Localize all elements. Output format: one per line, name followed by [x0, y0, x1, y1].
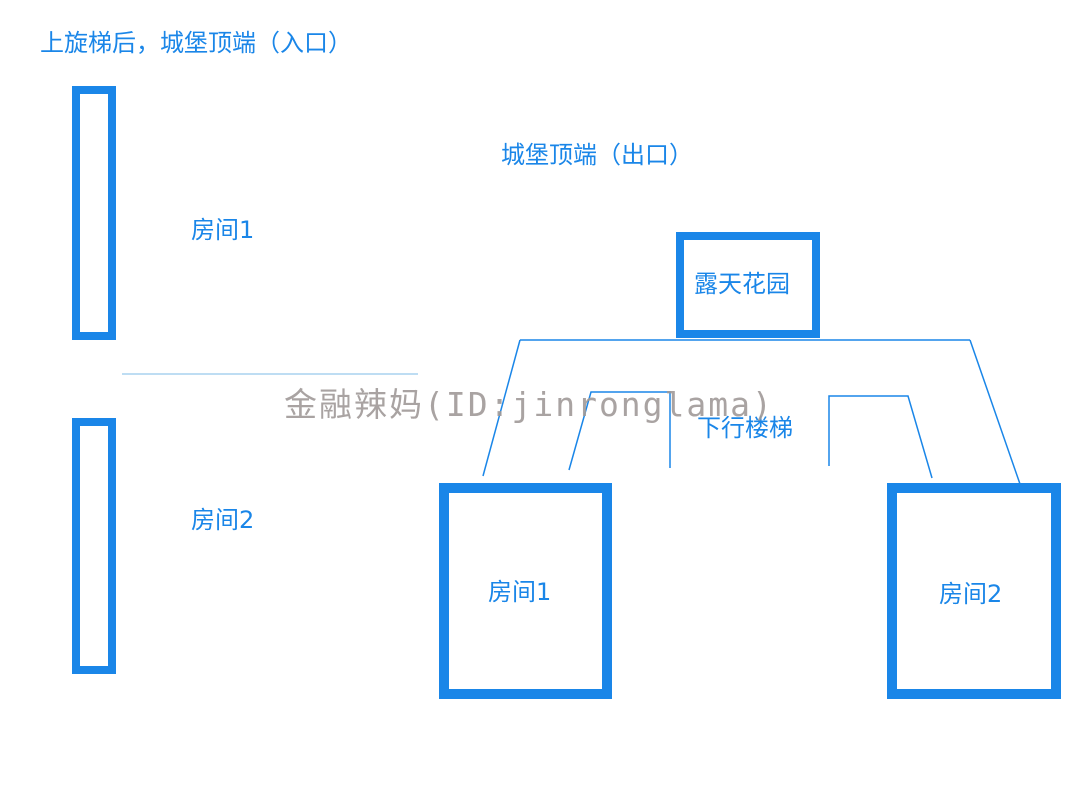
entrance-heading: 上旋梯后，城堡顶端（入口）: [40, 29, 352, 57]
right-room1-label: 房间1: [488, 578, 552, 606]
left-wall-bottom: [72, 418, 116, 674]
garden-box: [676, 232, 820, 338]
stair-right-outline: [828, 395, 933, 479]
right-room2-label: 房间2: [939, 580, 1003, 608]
left-room2-label: 房间2: [191, 506, 255, 534]
watermark-text: 金融辣妈(ID:jinronglama): [284, 385, 774, 424]
right-room1-box: [439, 483, 612, 699]
branch-left-drop: [482, 339, 521, 477]
right-room2-box: [887, 483, 1061, 699]
left-wall-top: [72, 86, 116, 340]
left-room1-label: 房间1: [191, 216, 255, 244]
exit-heading: 城堡顶端（出口）: [501, 141, 693, 169]
branch-right-drop: [969, 339, 1021, 485]
stair-left-outline: [568, 391, 671, 471]
garden-label: 露天花园: [694, 270, 790, 298]
stairs-label: 下行楼梯: [697, 414, 793, 442]
